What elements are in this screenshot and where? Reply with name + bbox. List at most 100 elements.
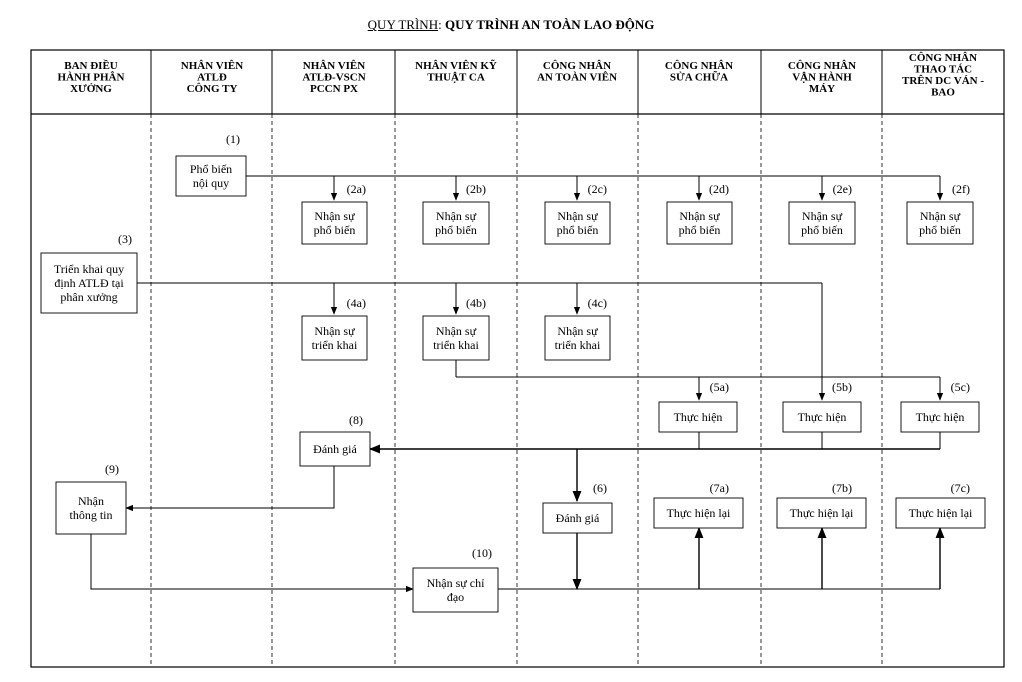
diagram-title: QUY TRÌNH: QUY TRÌNH AN TOÀN LAO ĐỘNG: [0, 17, 1022, 33]
step-number: (4a): [347, 296, 366, 310]
step-label: Đánh giá: [556, 511, 600, 525]
column-header-line: ATLĐ-VSCN: [302, 72, 365, 84]
step-label: Thực hiện lại: [909, 506, 973, 520]
step-label-line: Thực hiện lại: [909, 506, 973, 520]
step-label-line: phổ biến: [435, 223, 477, 237]
step-5a: Thực hiện(5a): [658, 380, 738, 433]
arrow-8-to-9: [125, 466, 335, 512]
lane-separators: [150, 114, 883, 667]
step-number: (2c): [588, 182, 607, 196]
step-label-line: phổ biến: [679, 223, 721, 237]
step-label-line: Nhận sự: [802, 209, 843, 223]
step-number: (4c): [588, 296, 607, 310]
step-box: [422, 201, 490, 245]
step-number: (2b): [466, 182, 486, 196]
column-header-line: BAN ĐIỀU: [64, 59, 118, 72]
step-label-line: Đánh giá: [556, 511, 600, 525]
step-8: Đánh giá(8): [299, 413, 371, 467]
step-number: (2e): [833, 182, 852, 196]
step-box: [412, 567, 499, 613]
step-number: (2a): [347, 182, 366, 196]
column-header-line: BAO: [931, 87, 955, 99]
step-label-line: Thực hiện lại: [790, 506, 854, 520]
step-label-line: phổ biến: [919, 223, 961, 237]
column-header-line: CÔNG NHÂN: [543, 59, 611, 72]
step-box: [544, 315, 611, 361]
step-label-line: Nhận sự: [920, 209, 961, 223]
step-box: [895, 497, 986, 529]
step-label-line: Đánh giá: [313, 442, 357, 456]
step-number: (6): [593, 481, 607, 495]
step-label-line: phổ biến: [557, 223, 599, 237]
step-label-line: Phổ biến: [190, 162, 232, 176]
step-box: [776, 497, 867, 529]
step-box: [544, 201, 611, 245]
column-header-line: AN TOÀN VIÊN: [537, 72, 617, 84]
header-separators: [150, 50, 883, 114]
step-label-line: phổ biến: [314, 223, 356, 237]
column-header-line: VẬN HÀNH: [792, 71, 852, 84]
step-number: (2f): [952, 182, 970, 196]
step-5b: Thực hiện (5b): [782, 380, 862, 433]
step-number: (4b): [466, 296, 486, 310]
title-separator: :: [438, 17, 445, 32]
step-number: (7a): [710, 481, 729, 495]
step-label-line: Nhận sự: [557, 324, 598, 338]
step-number: (10): [472, 546, 492, 560]
step-number: (5c): [951, 380, 970, 394]
step-label-line: Thực hiện: [674, 410, 723, 424]
step-label-line: nội quy: [193, 176, 229, 190]
column-header-line: CÔNG NHÂN: [909, 51, 977, 64]
column-header-line: PCCN PX: [310, 83, 358, 95]
step-7b: Thực hiện lại (7b): [776, 481, 867, 529]
step-label-line: Thực hiện lại: [667, 506, 731, 520]
step-label: Thực hiện lại: [790, 506, 854, 520]
step-number: (7c): [951, 481, 970, 495]
step-6: Đánh giá (6): [542, 481, 613, 534]
column-header-line: THAO TÁC: [914, 64, 972, 76]
step-label-line: triển khai: [312, 338, 358, 352]
step-box: [175, 155, 247, 197]
step-box: [658, 401, 738, 433]
step-number: (7b): [832, 481, 852, 495]
step-box: [542, 502, 613, 534]
column-header-line: NHÂN VIÊN: [181, 60, 244, 72]
step-label-line: Nhận sự chỉ: [427, 576, 485, 590]
column-header-line: TRÊN DC VÁN -: [902, 75, 984, 87]
step-label-line: Thực hiện: [798, 410, 847, 424]
step-number: (5b): [832, 380, 852, 394]
step-box: [40, 252, 138, 314]
column-header-line: CÔNG TY: [187, 82, 238, 95]
step-box: [782, 401, 862, 433]
step-box: [900, 401, 980, 433]
step-label-line: Nhận sự: [679, 209, 720, 223]
step-label-line: thông tin: [69, 508, 112, 522]
step-label-line: triển khai: [433, 338, 479, 352]
title-main: QUY TRÌNH AN TOÀN LAO ĐỘNG: [444, 17, 655, 32]
table-frame: [30, 49, 1005, 668]
step-label-line: Thực hiện: [916, 410, 965, 424]
title-prefix: QUY TRÌNH: [367, 17, 439, 32]
step-number: (1): [226, 132, 240, 146]
step-label-line: định ATLĐ tại: [54, 276, 124, 290]
step-7c: Thực hiện lại (7c): [895, 481, 986, 529]
step-box: [906, 201, 974, 245]
step-label-line: triển khai: [555, 338, 601, 352]
